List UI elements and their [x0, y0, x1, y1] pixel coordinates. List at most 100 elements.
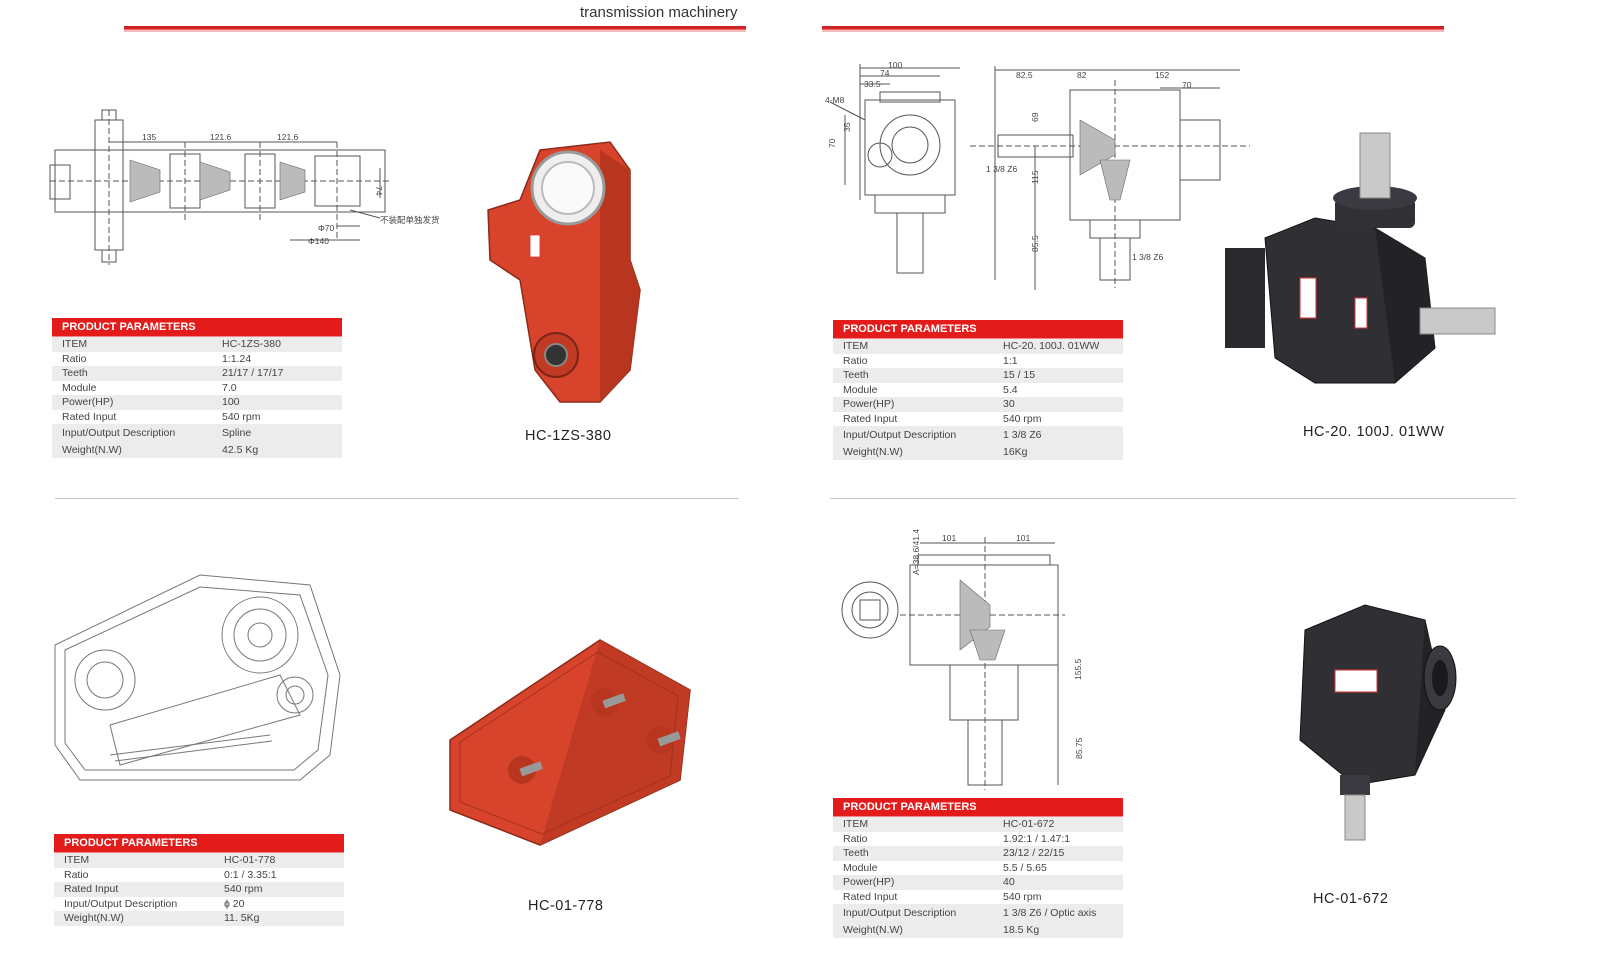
param-key: Teeth — [843, 847, 869, 859]
param-key: Rated Input — [843, 890, 898, 903]
product-model-label-hc-01-778: HC-01-778 — [528, 898, 604, 914]
dim-121-6-a: 121.6 — [210, 132, 232, 142]
param-key: Power(HP) — [62, 396, 114, 408]
dim-spline-output: 1 3/8 Z6 — [1132, 252, 1163, 262]
param-row: ITEM HC-01-672 — [833, 817, 1123, 832]
parameters-header: PRODUCT PARAMETERS — [833, 320, 1123, 339]
param-value: 1.92:1 / 1.47:1 — [1003, 832, 1071, 845]
parameters-rows: ITEM HC-01-672 Ratio 1.92:1 / 1.47:1 Teeth… — [833, 817, 1123, 938]
param-row: Rated Input 540 rpm — [833, 412, 1123, 427]
param-value: 1 3/8 Z6 / Optic axis — [1003, 907, 1097, 919]
param-value: HC-01-672 — [1003, 818, 1055, 830]
param-value: ϕ 20 — [224, 897, 245, 910]
parameters-header: PRODUCT PARAMETERS — [52, 318, 342, 337]
param-row: Rated Input 540 rpm — [52, 410, 342, 425]
param-row: Power(HP) 30 — [833, 397, 1123, 412]
param-value: 5.5 / 5.65 — [1003, 861, 1047, 874]
param-value: 1 3/8 Z6 — [1003, 429, 1042, 441]
param-key: Ratio — [62, 352, 87, 365]
technical-drawing-hc-01-672: 101 101 A=38.6/41.4 155.5 85.75 — [841, 529, 1084, 790]
dim-152: 152 — [1155, 70, 1169, 80]
param-row: Weight(N.W) 18.5 Kg — [833, 923, 1123, 938]
dim-phi-70: Φ70 — [318, 223, 335, 233]
param-row: Weight(N.W) 42.5 Kg — [52, 443, 342, 458]
param-value: 540 rpm — [222, 410, 261, 423]
param-key: Input/Output Description — [843, 429, 957, 441]
param-key: Teeth — [62, 367, 88, 379]
param-key: ITEM — [843, 340, 869, 352]
dim-101-a: 101 — [942, 533, 956, 543]
param-value: 540 rpm — [1003, 412, 1042, 425]
param-value: HC-01-778 — [224, 854, 276, 866]
product-model-label-hc-20-100j-01ww: HC-20. 100J. 01WW — [1303, 424, 1445, 440]
parameters-table-hc-20-100j-01ww: PRODUCT PARAMETERS ITEM HC-20. 100J. 01WW… — [833, 320, 1123, 460]
param-value: HC-20. 100J. 01WW — [1003, 340, 1100, 352]
param-key: Ratio — [843, 832, 868, 845]
param-key: Ratio — [64, 868, 89, 881]
param-key: Rated Input — [843, 412, 898, 425]
param-value: 16Kg — [1003, 446, 1028, 458]
param-row: Weight(N.W)16Kg — [833, 445, 1123, 460]
param-row: Weight(N.W)11. 5Kg — [54, 911, 344, 926]
dim-phi-140: Φ140 — [308, 236, 329, 246]
param-value: 42.5 Kg — [222, 444, 259, 456]
param-key: Weight(N.W) — [62, 444, 122, 456]
param-key: Module — [843, 383, 878, 396]
param-key: Power(HP) — [843, 398, 895, 410]
param-row: Input/Output Description 1 3/8 Z6 — [833, 426, 1123, 445]
page-header-title: transmission machinery — [580, 4, 738, 21]
param-key: Teeth — [843, 369, 869, 381]
product-image-hc-01-672 — [1299, 604, 1457, 841]
param-row: Module 5.4 — [833, 383, 1123, 398]
param-key: ITEM — [843, 818, 869, 830]
product-image-hc-20-100j-01ww — [1225, 132, 1496, 384]
product-model-label-hc-01-672: HC-01-672 — [1313, 891, 1389, 907]
param-value: 5.4 — [1003, 383, 1018, 396]
param-key: Rated Input — [62, 410, 117, 423]
dim-135: 135 — [142, 132, 156, 142]
drawing-note: 不装配单独发货 — [380, 215, 440, 225]
dim-85-75: 85.75 — [1074, 737, 1084, 759]
param-value: 15 / 15 — [1003, 369, 1036, 381]
product-model-label-hc-1zs-380: HC-1ZS-380 — [525, 428, 612, 444]
param-value: HC-1ZS-380 — [222, 338, 281, 350]
dim-a-38-6: A=38.6/41.4 — [911, 529, 921, 575]
param-value: 30 — [1003, 398, 1015, 410]
dim-115: 115 — [1030, 170, 1040, 184]
dim-121-6-b: 121.6 — [277, 132, 299, 142]
param-value: 0:1 / 3.35:1 — [224, 868, 277, 881]
dim-155-5: 155.5 — [1073, 658, 1083, 680]
technical-drawing-hc-1zs-380: 135 121.6 121.6 74 Φ70 Φ140 不装配单独发货 — [49, 109, 440, 265]
param-key: Weight(N.W) — [843, 924, 903, 936]
header-rule-left — [124, 26, 746, 32]
param-key: Module — [843, 861, 878, 874]
dim-101-b: 101 — [1016, 533, 1030, 543]
dim-35: 35 — [842, 122, 852, 132]
param-value: 540 rpm — [224, 883, 263, 895]
param-key: Weight(N.W) — [64, 912, 124, 924]
param-value: 18.5 Kg — [1003, 924, 1040, 936]
param-row: Module 5.5 / 5.65 — [833, 861, 1123, 876]
param-key: Ratio — [843, 354, 868, 367]
param-value: 100 — [222, 396, 240, 408]
dim-70-right: 70 — [1182, 80, 1192, 90]
dim-85-5: 85.5 — [1030, 235, 1040, 252]
dim-82: 82 — [1077, 70, 1087, 80]
dim-100: 100 — [888, 60, 902, 70]
param-row: Ratio 0:1 / 3.35:1 — [54, 868, 344, 883]
dim-69: 69 — [1030, 112, 1040, 122]
